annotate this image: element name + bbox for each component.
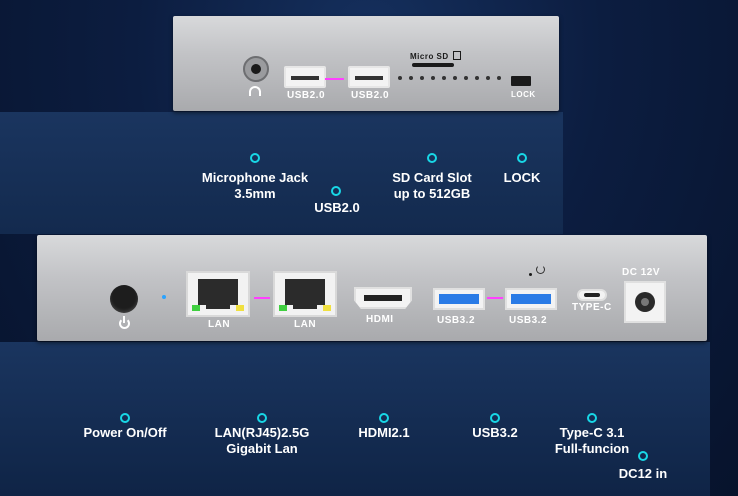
callout-sd-line1: SD Card Slot	[392, 170, 472, 185]
type-c-port	[577, 289, 607, 301]
reset-icon	[536, 265, 545, 274]
callout-microphone-jack: Microphone Jack 3.5mm	[190, 170, 320, 202]
callout-type-c: Type-C 3.1 Full-funcion	[542, 425, 642, 457]
sd-card-slot	[412, 63, 454, 67]
callout-lock: LOCK	[503, 170, 541, 185]
callout-type-c-line1: Type-C 3.1	[559, 425, 625, 440]
lan-port-2	[273, 271, 337, 317]
micro-sd-label: Micro SD	[410, 51, 462, 61]
lock-slot	[511, 76, 531, 86]
callout-sd-card: SD Card Slot up to 512GB	[370, 170, 494, 202]
usb3-port-2	[505, 288, 557, 310]
callout-dc: DC12 in	[618, 466, 668, 481]
callout-usb3: USB3.2	[472, 425, 518, 440]
usb2-port-2-label: USB2.0	[351, 90, 390, 101]
micro-sd-label-text: Micro SD	[410, 52, 449, 61]
top-backdrop-panel	[0, 112, 563, 234]
lock-port-label: LOCK	[511, 90, 536, 99]
hdmi-port	[354, 287, 412, 309]
type-c-port-label: TYPE-C	[572, 302, 612, 313]
usb3-port-1	[433, 288, 485, 310]
callout-sd-line2: up to 512GB	[393, 186, 471, 201]
callout-usb2: USB2.0	[314, 200, 360, 215]
callout-type-c-line2: Full-funcion	[554, 441, 630, 456]
callout-power: Power On/Off	[83, 425, 167, 440]
sd-card-icon	[453, 51, 462, 60]
headphone-icon	[249, 86, 261, 96]
usb3-port-1-label: USB3.2	[437, 315, 476, 326]
power-button	[110, 285, 138, 313]
dc-power-port	[624, 281, 666, 323]
usb2-port-2	[348, 66, 390, 88]
lan-port-1-label: LAN	[208, 319, 231, 330]
callout-hdmi: HDMI2.1	[358, 425, 410, 440]
callout-lan-line1: LAN(RJ45)2.5G	[214, 425, 310, 440]
callout-lan-line2: Gigabit Lan	[226, 441, 298, 456]
callout-lan: LAN(RJ45)2.5G Gigabit Lan	[202, 425, 322, 457]
usb2-port-1-label: USB2.0	[287, 90, 326, 101]
lan-port-1	[186, 271, 250, 317]
hdmi-port-label: HDMI	[366, 314, 394, 325]
bottom-device: LAN LAN HDMI USB3.2 USB3.2 TYPE-C DC 12V	[37, 235, 707, 341]
top-device: USB2.0 USB2.0 Micro SD LOCK	[173, 16, 559, 111]
callout-microphone-line2: 3.5mm	[234, 186, 276, 201]
usb3-port-2-label: USB3.2	[509, 315, 548, 326]
usb2-port-1	[284, 66, 326, 88]
dc-port-label: DC 12V	[622, 267, 661, 278]
power-led	[162, 295, 166, 299]
callout-microphone-line1: Microphone Jack	[201, 170, 309, 185]
power-icon	[119, 318, 130, 329]
microphone-jack	[243, 56, 269, 82]
lan-port-2-label: LAN	[294, 319, 317, 330]
reset-hole	[529, 273, 532, 276]
